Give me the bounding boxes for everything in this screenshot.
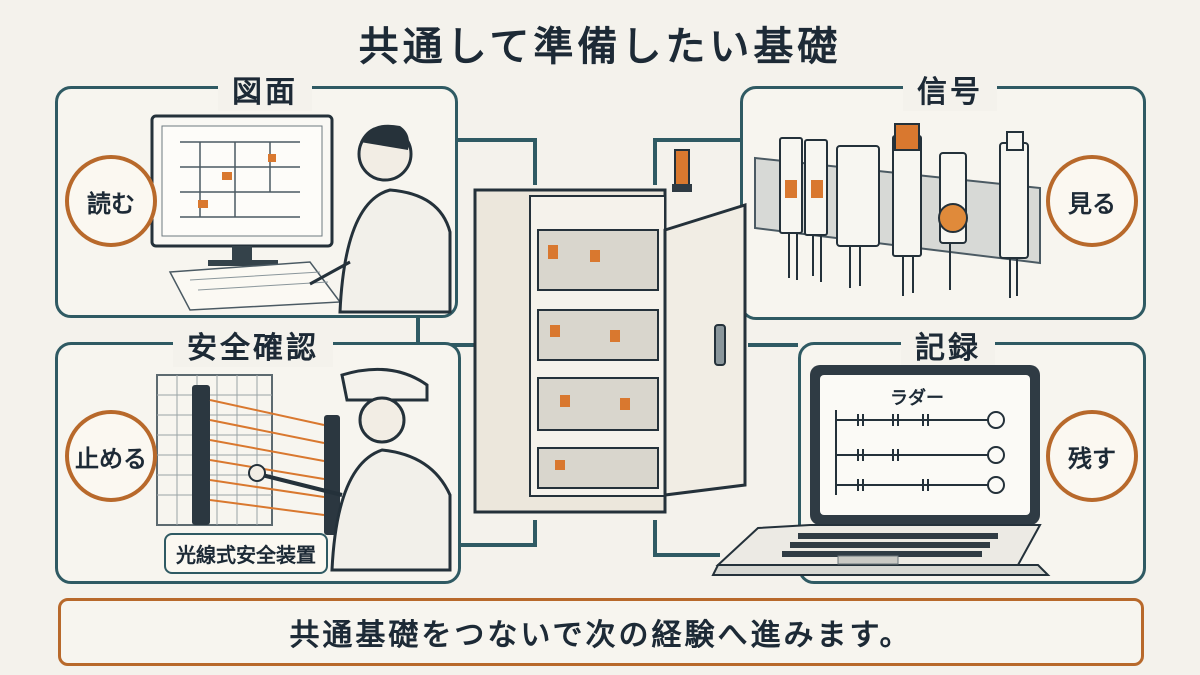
engineer-at-monitor-illustration [150, 114, 452, 314]
signal-panel-label: 信号 [903, 67, 997, 111]
safety-panel-label: 安全確認 [173, 323, 333, 367]
drawing-panel-label: 図面 [218, 67, 312, 111]
stop-badge: 止める [65, 410, 157, 502]
laptop-illustration [711, 365, 1051, 576]
page-title: 共通して準備したい基礎 [358, 24, 842, 70]
summary-caption: 共通基礎をつないで次の経験へ進みます。 [58, 598, 1144, 666]
ladder-screen-label: ラダー [890, 388, 944, 409]
safety-light-curtain-illustration [156, 367, 452, 572]
relays-and-indicators-illustration [754, 123, 1041, 298]
keep-badge: 残す [1046, 410, 1138, 502]
control-cabinet-illustration [473, 149, 747, 514]
see-badge: 見る [1046, 155, 1138, 247]
device-label: 光線式安全装置 [164, 533, 328, 574]
record-panel-label: 記録 [901, 323, 995, 367]
read-badge: 読む [65, 155, 157, 247]
